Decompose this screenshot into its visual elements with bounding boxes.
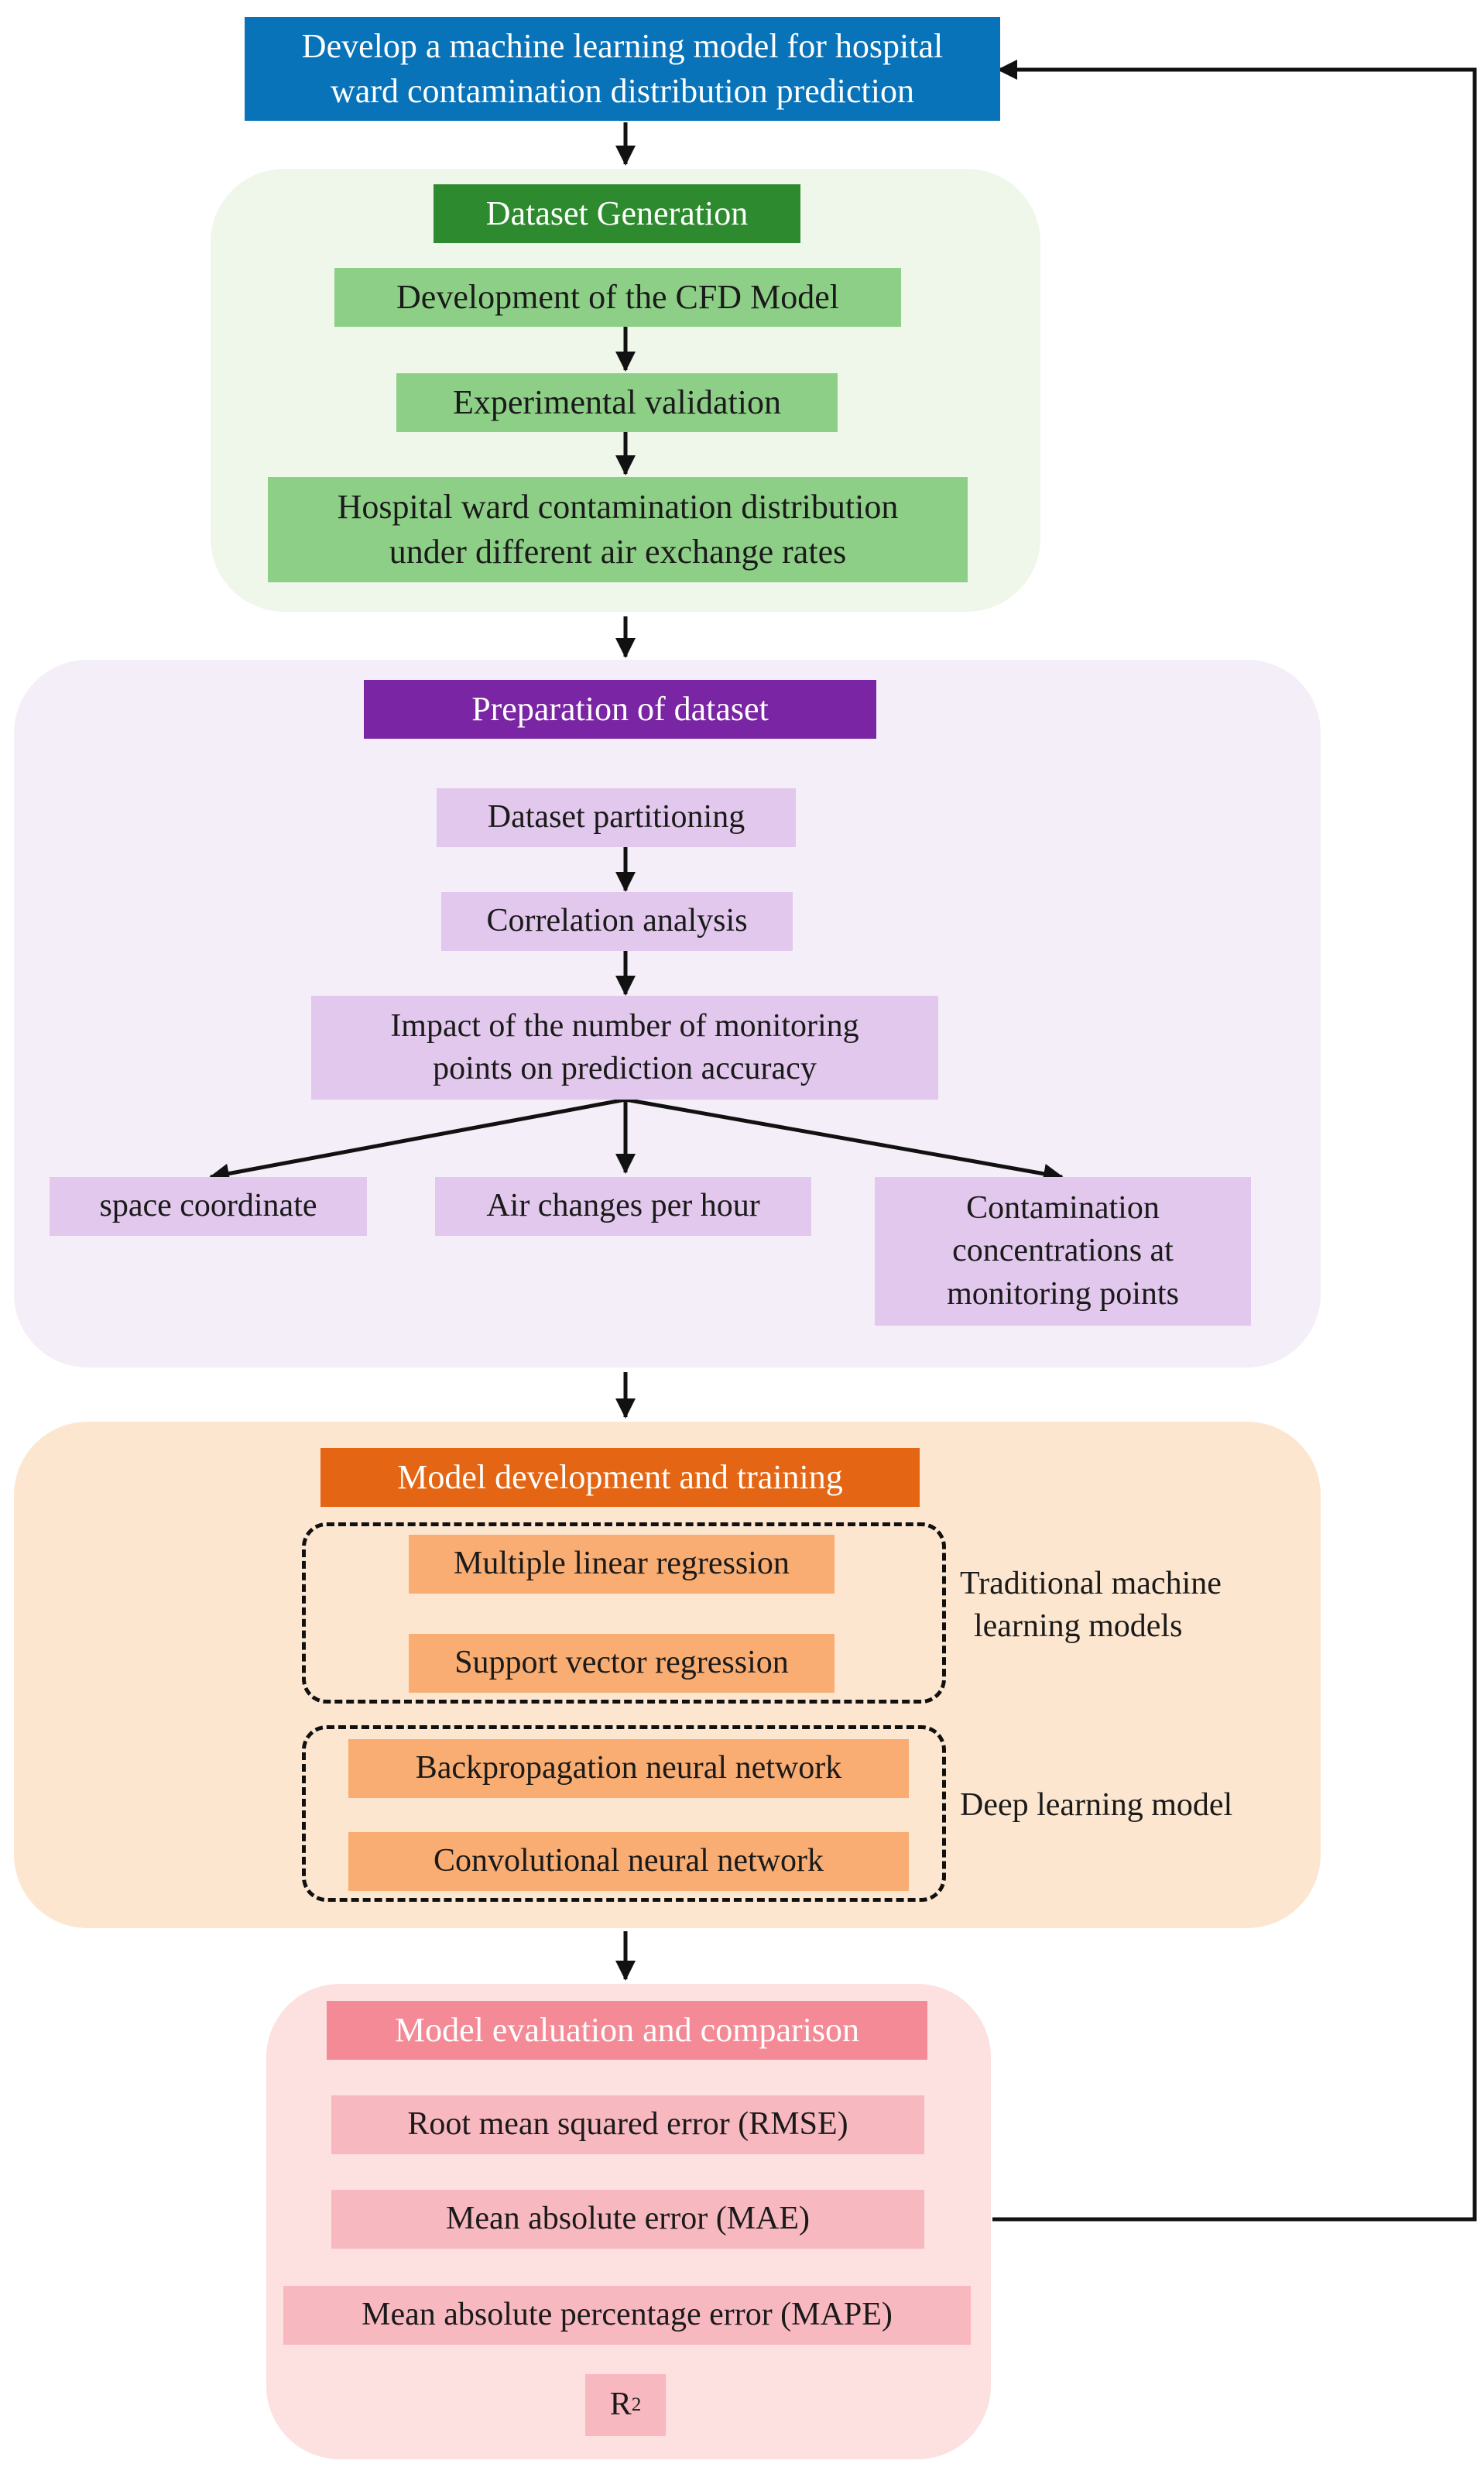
dataset-generation-title: Dataset Generation — [434, 184, 800, 243]
objective-line-2: ward contamination distribution predicti… — [331, 72, 914, 110]
traditional-label-line-1: Traditional machine — [960, 1566, 1222, 1601]
feedback-loop-arrow — [992, 60, 1477, 2222]
arrow-impact-to-concentration — [625, 1097, 1064, 1184]
distribution-line-1: Hospital ward contamination distribution — [337, 487, 899, 526]
correlation-analysis-box: Correlation analysis — [441, 892, 793, 951]
deep-learning-label: Deep learning model — [960, 1787, 1233, 1823]
mape-box: Mean absolute percentage error (MAPE) — [283, 2286, 971, 2345]
evaluation-title: Model evaluation and comparison — [327, 2001, 927, 2060]
deep-models-group — [302, 1725, 946, 1902]
traditional-models-label: Traditional machine learning models — [960, 1563, 1222, 1649]
objective-line-1: Develop a machine learning model for hos… — [301, 26, 944, 65]
arrow-impact-to-space — [209, 1097, 626, 1184]
backpropagation-network-box: Backpropagation neural network — [348, 1739, 909, 1798]
traditional-models-group — [302, 1522, 946, 1704]
model-development-title: Model development and training — [320, 1448, 920, 1507]
contamination-distribution-box: Hospital ward contamination distribution… — [268, 477, 968, 582]
traditional-label-line-2: learning models — [974, 1608, 1183, 1645]
objective-box: Develop a machine learning model for hos… — [245, 17, 1000, 121]
cfd-model-box: Development of the CFD Model — [334, 268, 901, 327]
space-coordinate-box: space coordinate — [50, 1177, 367, 1236]
preparation-title: Preparation of dataset — [364, 680, 876, 739]
air-changes-box: Air changes per hour — [435, 1177, 811, 1236]
contamination-concentrations-box: Contamination concentrations at monitori… — [875, 1177, 1251, 1326]
concentration-line-1: Contamination — [966, 1189, 1160, 1226]
impact-line-1: Impact of the number of monitoring — [390, 1007, 859, 1044]
experimental-validation-box: Experimental validation — [396, 373, 838, 432]
r-squared-base: R — [609, 2387, 632, 2423]
impact-line-2: points on prediction accuracy — [433, 1051, 817, 1086]
r-squared-exponent: 2 — [631, 2394, 642, 2416]
concentration-line-3: monitoring points — [947, 1275, 1179, 1312]
distribution-line-2: under different air exchange rates — [389, 533, 847, 571]
convolutional-network-box: Convolutional neural network — [348, 1832, 909, 1891]
multiple-linear-regression-box: Multiple linear regression — [409, 1535, 835, 1594]
support-vector-regression-box: Support vector regression — [409, 1634, 835, 1693]
concentration-line-2: concentrations at — [952, 1233, 1174, 1269]
rmse-box: Root mean squared error (RMSE) — [331, 2095, 924, 2154]
monitoring-points-impact-box: Impact of the number of monitoring point… — [311, 996, 938, 1100]
mae-box: Mean absolute error (MAE) — [331, 2190, 924, 2249]
dataset-partitioning-box: Dataset partitioning — [437, 788, 796, 847]
